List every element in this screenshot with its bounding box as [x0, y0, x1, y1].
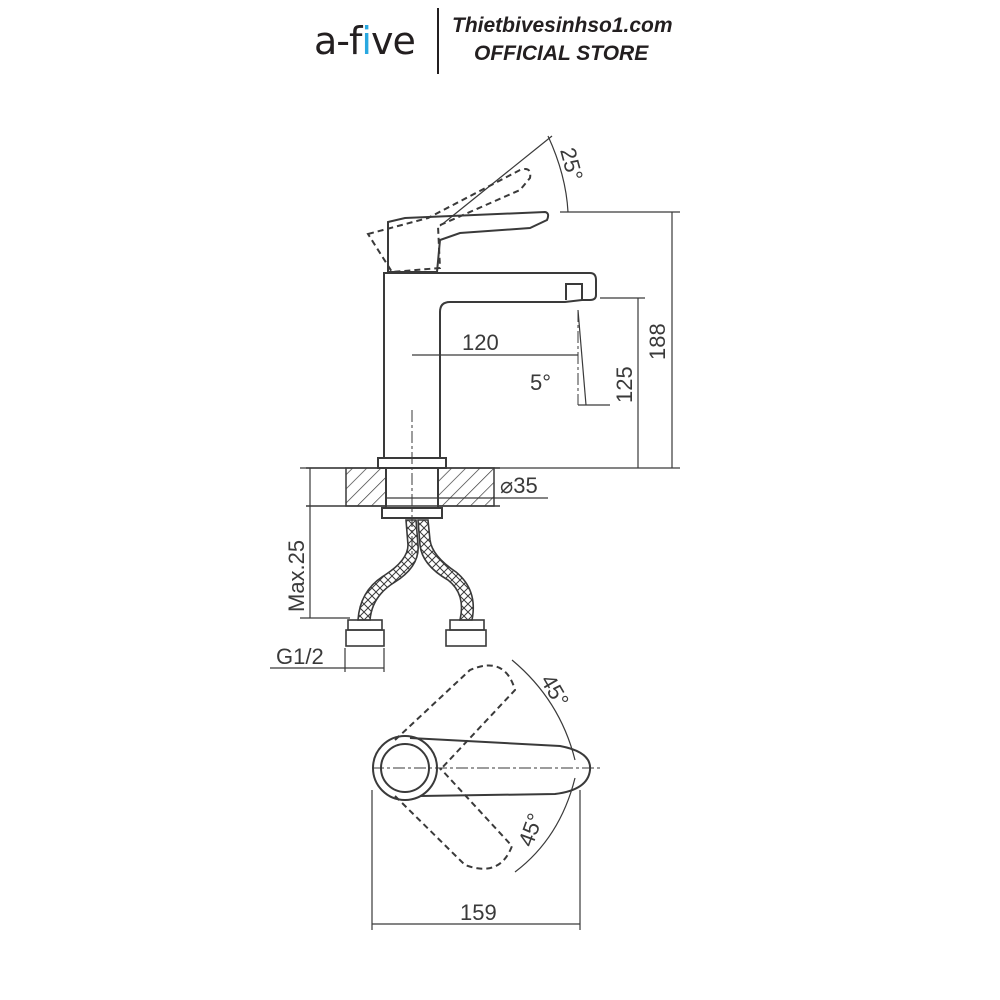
- label-rotate-top: 45°: [536, 670, 574, 711]
- handle-lever: [387, 210, 550, 273]
- logo-sep: -: [336, 19, 350, 63]
- label-spout-reach: 120: [462, 330, 499, 355]
- supply-hoses: [345, 519, 487, 647]
- brand-logo: a-five: [314, 19, 416, 63]
- aerator: [565, 283, 583, 300]
- store-header: a-five Thietbivesinhso1.com OFFICIAL STO…: [0, 0, 1000, 80]
- logo-ve: ve: [370, 19, 416, 63]
- label-rotate-bottom: 45°: [513, 810, 548, 850]
- store-label: Thietbivesinhso1.com OFFICIAL STORE: [452, 12, 673, 68]
- top-dimension-lines: [371, 659, 581, 930]
- centerlines: [411, 310, 579, 555]
- label-max-deck: Max.25: [284, 540, 309, 612]
- dimension-lines: [270, 135, 680, 672]
- logo-i: i: [361, 19, 372, 63]
- logo-f: f: [349, 19, 362, 63]
- store-site: Thietbivesinhso1.com: [452, 14, 673, 37]
- faucet-body: [383, 272, 597, 459]
- label-handle-angle: 25°: [555, 145, 588, 184]
- label-spout-angle: 5°: [530, 370, 551, 395]
- handle-alt-position: [366, 168, 532, 274]
- store-official: OFFICIAL STORE: [474, 42, 649, 65]
- counter-slab: [306, 467, 500, 507]
- top-handle-alt: [394, 664, 517, 870]
- label-thread: G1/2: [276, 644, 324, 669]
- dimension-labels: 25° 188 125 120 5° ⌀35 Max.25 G1/2 45° 4…: [276, 145, 670, 925]
- label-total-length: 159: [460, 900, 497, 925]
- label-base-diameter: ⌀35: [500, 473, 538, 498]
- label-spout-height: 125: [612, 366, 637, 403]
- logo-a: a: [314, 19, 337, 63]
- header-divider: [437, 8, 439, 74]
- label-total-height: 188: [645, 323, 670, 360]
- top-view: [372, 735, 600, 801]
